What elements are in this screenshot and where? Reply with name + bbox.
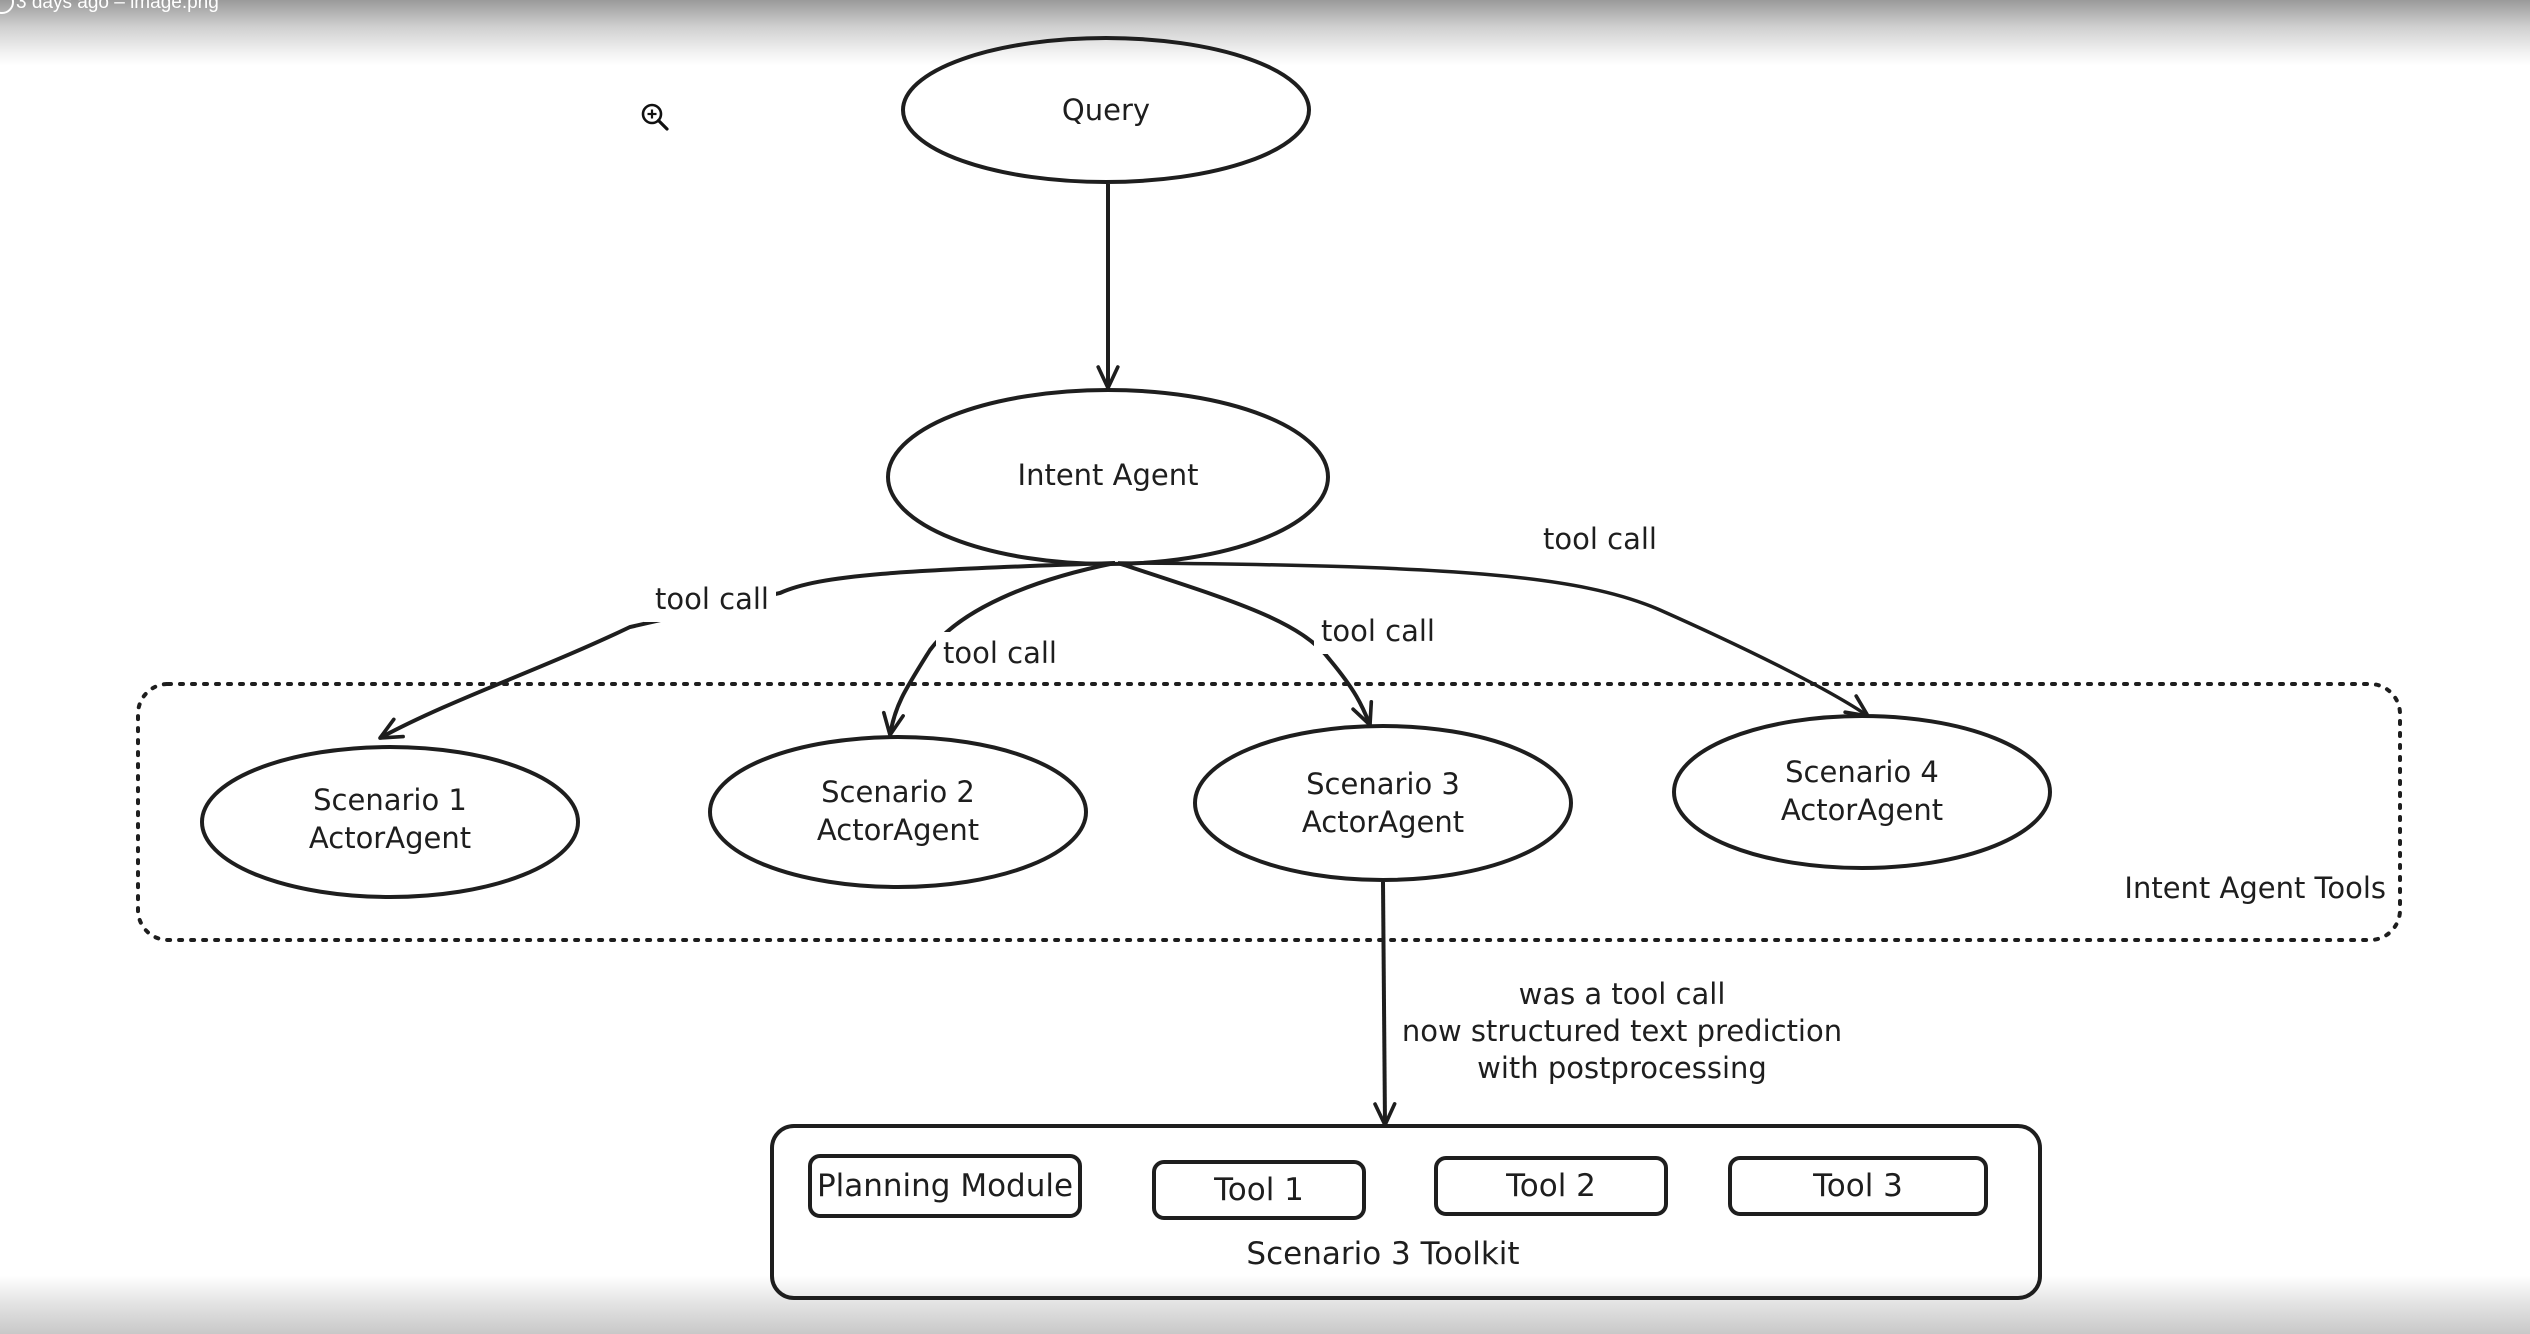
scenario-1-node: Scenario 1 ActorAgent bbox=[200, 745, 580, 899]
scenario-4-agent: ActorAgent bbox=[1781, 793, 1943, 827]
tool-1-label: Tool 1 bbox=[1213, 1172, 1304, 1208]
edge-label-bg-2 bbox=[936, 632, 1068, 676]
intent-agent-tools-label: Intent Agent Tools bbox=[2124, 871, 2386, 905]
toolkit-item-planning-module: Planning Module bbox=[808, 1154, 1082, 1218]
tool-3-label: Tool 3 bbox=[1812, 1168, 1903, 1204]
edge-label-bg-3 bbox=[1314, 610, 1446, 654]
scenario-2-title: Scenario 2 bbox=[821, 775, 975, 809]
planning-module-label: Planning Module bbox=[817, 1168, 1073, 1204]
toolkit-item-tool-1: Tool 1 bbox=[1152, 1160, 1366, 1220]
window-title: 3 days ago – image.png bbox=[16, 0, 219, 13]
toolkit-edge-label: was a tool call now structured text pred… bbox=[1402, 977, 1842, 1085]
scenario-2-node: Scenario 2 ActorAgent bbox=[708, 735, 1088, 889]
edge-intent-to-scenario-3 bbox=[1117, 561, 1374, 727]
scenario-4-node: Scenario 4 ActorAgent bbox=[1672, 714, 2052, 870]
scenario-3-agent: ActorAgent bbox=[1302, 805, 1464, 839]
scenario-3-toolkit: Planning Module Tool 1 Tool 2 Tool 3 Sce… bbox=[770, 1124, 2042, 1300]
edge-intent-to-scenario-4 bbox=[1117, 561, 1870, 718]
scenario-1-agent: ActorAgent bbox=[309, 821, 471, 855]
tool-2-label: Tool 2 bbox=[1505, 1168, 1596, 1204]
query-label: Query bbox=[1062, 93, 1150, 127]
edge-label-scenario-1: tool call bbox=[655, 582, 769, 616]
edge-label-scenario-3: tool call bbox=[1321, 614, 1435, 648]
query-node: Query bbox=[901, 36, 1311, 184]
edge-label-scenario-2: tool call bbox=[943, 636, 1057, 670]
zoom-in-icon[interactable] bbox=[638, 100, 672, 134]
edge-intent-to-scenario-1 bbox=[378, 561, 1116, 740]
scenario-4-title: Scenario 4 bbox=[1785, 755, 1939, 789]
intent-agent-label: Intent Agent bbox=[1018, 458, 1199, 492]
intent-agent-node: Intent Agent bbox=[886, 388, 1330, 566]
scenario-3-title: Scenario 3 bbox=[1306, 767, 1460, 801]
toolkit-label: Scenario 3 Toolkit bbox=[1246, 1236, 1519, 1272]
toolkit-edge-label-line-2: now structured text prediction bbox=[1402, 1014, 1842, 1048]
toolkit-edge-label-line-1: was a tool call bbox=[1519, 977, 1726, 1011]
toolkit-item-tool-3: Tool 3 bbox=[1728, 1156, 1988, 1216]
scenario-3-node: Scenario 3 ActorAgent bbox=[1193, 724, 1573, 882]
intent-agent-tools-group: Intent Agent Tools bbox=[136, 682, 2402, 942]
edge-label-scenario-4: tool call bbox=[1543, 522, 1657, 556]
edge-label-bg-1 bbox=[644, 578, 776, 622]
edge-scenario-3-to-toolkit bbox=[1373, 881, 1397, 1127]
scenario-2-agent: ActorAgent bbox=[817, 813, 979, 847]
toolkit-item-tool-2: Tool 2 bbox=[1434, 1156, 1668, 1216]
scenario-1-title: Scenario 1 bbox=[313, 783, 467, 817]
bottom-shadow-bar bbox=[0, 1276, 2530, 1334]
window-title-bar: 3 days ago – image.png bbox=[0, 0, 2530, 66]
toolkit-edge-label-line-3: with postprocessing bbox=[1477, 1051, 1767, 1085]
